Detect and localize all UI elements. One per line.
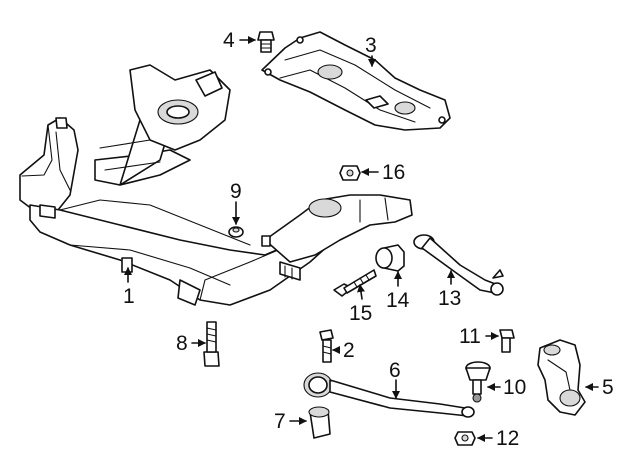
callout-12: 12 — [496, 427, 519, 450]
ball-joint-part-10[interactable] — [465, 361, 491, 403]
brace-plate-part-3[interactable] — [261, 31, 451, 131]
bolt-part-11[interactable] — [499, 329, 515, 353]
callout-13: 13 — [438, 287, 461, 310]
knuckle-part-5[interactable] — [537, 339, 586, 416]
callout-2: 2 — [343, 339, 355, 362]
bolt-part-4[interactable] — [257, 31, 275, 53]
bolt-part-15[interactable] — [333, 269, 377, 297]
callout-15: 15 — [349, 302, 372, 325]
callout-6: 6 — [389, 359, 401, 382]
callout-3: 3 — [365, 34, 377, 57]
control-arm-part-6[interactable] — [303, 372, 475, 418]
crossmember-part-1[interactable] — [19, 64, 413, 306]
bolt-part-2[interactable] — [319, 329, 334, 363]
callout-10: 10 — [503, 376, 526, 399]
callout-9: 9 — [230, 180, 242, 203]
callout-8: 8 — [176, 332, 188, 355]
callout-16: 16 — [382, 161, 405, 184]
leader-lines — [124, 36, 599, 442]
control-arm-part-13[interactable] — [413, 234, 504, 296]
callout-14: 14 — [386, 289, 410, 312]
callout-labels: 1 2 3 4 5 6 7 8 9 10 11 12 13 14 15 16 — [123, 29, 614, 450]
callout-7: 7 — [274, 410, 286, 433]
callout-4: 4 — [223, 29, 235, 52]
callout-11: 11 — [459, 325, 481, 348]
leader-15 — [357, 284, 365, 300]
nut-part-16[interactable] — [339, 165, 361, 181]
bushing-part-14[interactable] — [375, 244, 405, 272]
bushing-part-7[interactable] — [308, 406, 331, 439]
nut-part-9[interactable] — [228, 226, 244, 238]
nut-part-12[interactable] — [454, 431, 476, 446]
callout-1: 1 — [123, 285, 135, 308]
callout-5: 5 — [602, 376, 614, 399]
bolt-part-8[interactable] — [203, 321, 220, 367]
